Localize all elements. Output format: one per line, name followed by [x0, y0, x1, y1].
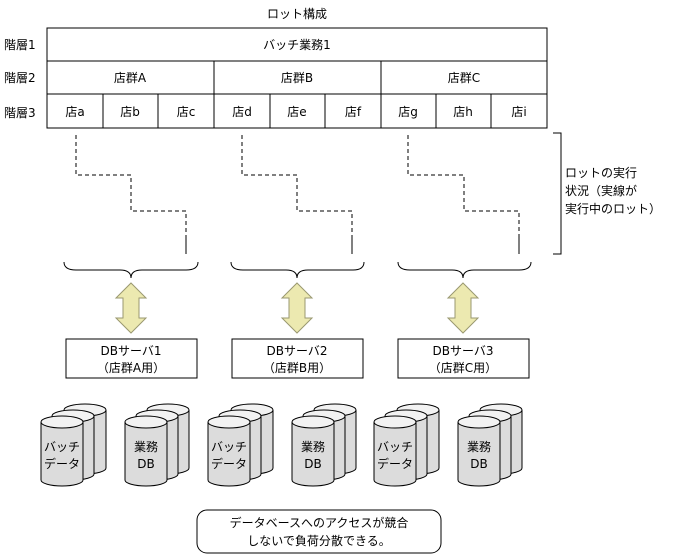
store-b-label: 店b [120, 105, 140, 119]
business-db-b-cylinder-icon [291, 422, 335, 487]
lot-status-bracket [553, 132, 562, 255]
batch-data-a-label-2: データ [44, 456, 80, 471]
store-c-box [157, 93, 215, 129]
batch-data-a-label-1: バッチ [44, 440, 80, 454]
batch-data-c-cylinder-icon [373, 422, 417, 487]
db-server-2-name: DBサーバ2 [267, 344, 328, 358]
business-db-c-stack: 業務 DB [457, 403, 523, 487]
footer-note-box [196, 509, 442, 554]
double-arrow-a-icon [114, 282, 148, 334]
double-arrow-b-icon [280, 282, 314, 334]
batch-data-c-label-2: データ [377, 456, 413, 471]
store-h-box [435, 93, 492, 129]
level-label-2: 階層2 [4, 70, 36, 85]
business-db-b-stack: 業務 DB [291, 403, 357, 487]
business-db-c-label-2: DB [470, 457, 487, 471]
footer-note-line-1: データベースへのアクセスが競合 [230, 515, 409, 530]
business-db-b-label-1: 業務 [301, 440, 325, 454]
batch-data-c-label-1: バッチ [377, 440, 413, 454]
store-f-label: 店f [345, 105, 362, 119]
batch-data-b-stack: バッチ データ [207, 403, 274, 487]
business-db-a-stack: 業務 DB [124, 403, 190, 487]
business-db-a-cylinder-icon [124, 422, 168, 487]
business-db-b-label-2: DB [304, 457, 321, 471]
store-group-c-label: 店群C [448, 71, 480, 85]
store-group-c-box [380, 60, 548, 95]
batch-data-b-label-2: データ [211, 456, 247, 471]
batch-data-c-stack: バッチ データ [373, 403, 440, 487]
side-note-line-1: ロットの実行 [565, 165, 637, 180]
lot-line-dashed [241, 135, 353, 236]
store-e-box [269, 93, 326, 129]
lot-line-dashed [407, 135, 520, 236]
store-a-box [46, 93, 104, 129]
db-server-3-box [397, 338, 530, 379]
store-i-label: 店i [511, 105, 526, 119]
lot-lines-group-c [407, 135, 520, 254]
level-label-3: 階層3 [4, 105, 36, 120]
batch-job-box [46, 27, 548, 62]
db-server-3-note: （店群C用） [429, 361, 497, 375]
store-h-label: 店h [453, 105, 473, 119]
business-db-c-label-1: 業務 [467, 440, 491, 454]
db-server-1-box [65, 338, 198, 379]
store-g-label: 店g [398, 105, 418, 119]
store-group-a-box [46, 60, 215, 95]
diagram-title: ロット構成 [267, 7, 327, 21]
store-d-label: 店d [232, 105, 252, 119]
business-db-c-cylinder-icon [457, 422, 501, 487]
business-db-a-label-1: 業務 [134, 440, 158, 454]
store-c-label: 店c [177, 105, 196, 119]
store-group-b-label: 店群B [281, 71, 313, 85]
db-server-1-name: DBサーバ1 [101, 344, 162, 358]
batch-data-b-label-1: バッチ [211, 440, 247, 454]
side-note-line-2: 状況（実線が [565, 183, 637, 198]
lot-lines-group-a [75, 135, 187, 254]
brace-c [397, 261, 532, 279]
db-server-3-name: DBサーバ3 [433, 344, 494, 358]
batch-job-label: バッチ業務1 [263, 38, 331, 52]
batch-data-a-cylinder-icon [40, 422, 84, 487]
footer-note-line-2: しないで負荷分散できる。 [247, 533, 390, 548]
side-note-line-3: 実行中のロット） [565, 201, 661, 216]
store-a-label: 店a [65, 105, 84, 119]
store-e-label: 店e [287, 105, 306, 119]
brace-b [230, 261, 365, 279]
store-f-box [324, 93, 382, 129]
store-i-box [490, 93, 548, 129]
store-group-a-label: 店群A [114, 71, 147, 85]
lot-line-dashed [75, 135, 187, 236]
db-server-2-note: （店群B用） [263, 361, 331, 375]
db-server-1-note: （店群A用） [97, 361, 165, 375]
brace-a [63, 261, 199, 279]
store-d-box [213, 93, 271, 129]
db-server-2-box [231, 338, 364, 379]
batch-data-b-cylinder-icon [207, 422, 251, 487]
batch-data-a-stack: バッチ データ [40, 403, 107, 487]
level-label-1: 階層1 [4, 37, 36, 52]
store-b-box [102, 93, 159, 129]
double-arrow-c-icon [446, 282, 480, 334]
business-db-a-label-2: DB [137, 457, 154, 471]
lot-lines-group-b [241, 135, 353, 254]
store-group-b-box [213, 60, 382, 95]
